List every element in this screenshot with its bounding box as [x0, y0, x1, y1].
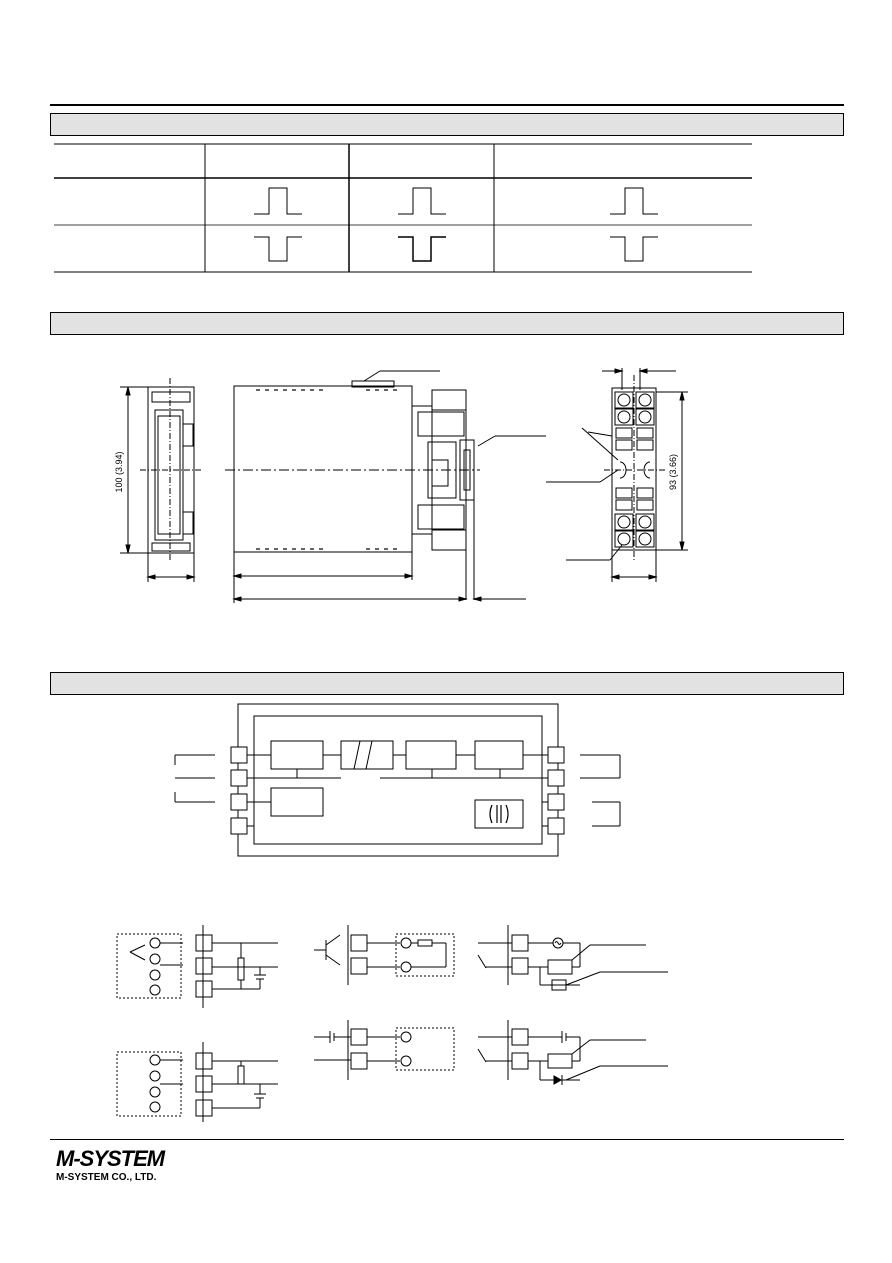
diode-icon: [553, 1075, 563, 1085]
isolation-transformer-icon: [489, 804, 509, 824]
section-bar-block-diagram: [50, 672, 844, 695]
pulse-waveform-table: [54, 143, 752, 273]
section-bar-output-waveforms: [50, 113, 844, 136]
footer-rule: [50, 1139, 844, 1140]
company-logo: M-SYSTEM M-SYSTEM CO., LTD.: [56, 1148, 196, 1188]
wiring-diagrams: [116, 925, 668, 1122]
pulse-high-icon: [610, 187, 658, 215]
pulse-high-icon: [398, 187, 446, 215]
height-dimension-label: 100 (3.94): [114, 451, 124, 492]
ac-source-icon: [552, 937, 564, 949]
pulse-low-icon: [610, 236, 658, 262]
top-rule: [50, 104, 844, 106]
pulse-high-icon: [254, 187, 302, 215]
brand-name: M-SYSTEM: [56, 1146, 165, 1171]
block-diagram: [174, 703, 621, 857]
section-bar-dimensions: [50, 312, 844, 335]
pulse-low-icon: [398, 236, 446, 262]
socket-height-dimension-label: 93 (3.66): [668, 454, 678, 490]
company-name: M-SYSTEM CO., LTD.: [56, 1172, 157, 1183]
socket-top-view-drawing: [546, 368, 688, 582]
front-view-drawing: [120, 378, 202, 582]
side-view-drawing: [225, 370, 546, 603]
pulse-low-icon: [254, 236, 302, 262]
